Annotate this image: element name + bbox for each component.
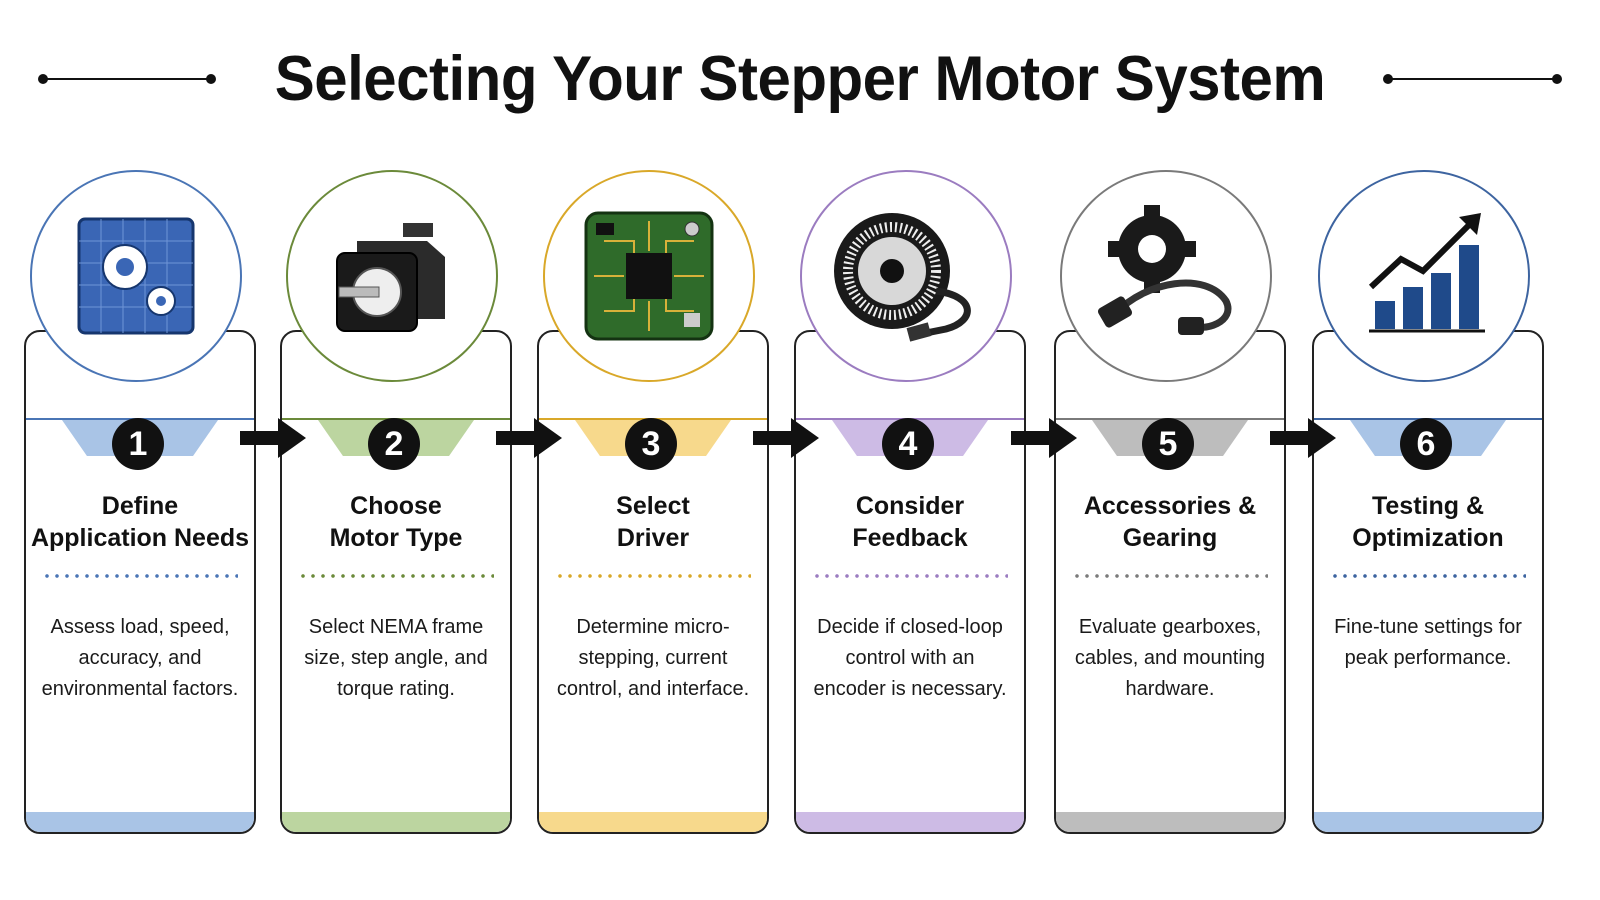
title-rule-dot — [38, 74, 48, 84]
step-2: 2 Choose Motor Type Select NEMA frame si… — [280, 170, 512, 840]
step-description: Select NEMA frame size, step angle, and … — [304, 616, 488, 700]
step-3: 3 Select Driver Determine micro-stepping… — [537, 170, 769, 840]
step-description: Decide if closed-loop control with an en… — [813, 616, 1007, 700]
arrow-right-icon — [1270, 418, 1336, 458]
card-bottom-band — [1056, 812, 1284, 832]
heading-line: Optimization — [1352, 524, 1504, 552]
title-rule-dot — [1552, 74, 1562, 84]
step-card — [280, 330, 512, 834]
dotted-divider — [298, 574, 494, 578]
step-heading: Select Driver — [537, 490, 769, 554]
step-card — [1054, 330, 1286, 834]
heading-line: Consider — [855, 492, 965, 520]
step-card — [794, 330, 1026, 834]
encoder-icon — [834, 213, 971, 342]
arrow-right-icon — [240, 418, 306, 458]
icon-circle — [286, 170, 498, 382]
step-heading: Testing & Optimization — [1312, 490, 1544, 554]
heading-line: Gearing — [1122, 524, 1218, 552]
growth-chart-icon — [1368, 213, 1485, 333]
dotted-divider — [42, 574, 238, 578]
heading-line: Feedback — [852, 524, 968, 552]
card-bottom-band — [539, 812, 767, 832]
step-number-badge: 1 — [112, 418, 164, 470]
circuit-board-icon — [584, 211, 714, 341]
title-rule-left — [42, 78, 212, 80]
heading-line: Testing & — [1371, 492, 1485, 520]
step-card — [24, 330, 256, 834]
title-row: Selecting Your Stepper Motor System — [0, 28, 1600, 128]
blueprint-gears-icon — [77, 217, 195, 335]
heading-line: Application Needs — [30, 524, 250, 552]
title-rule-right — [1388, 78, 1558, 80]
step-number-badge: 6 — [1400, 418, 1452, 470]
step-number-badge: 2 — [368, 418, 420, 470]
title-rule-dot — [1383, 74, 1393, 84]
step-1: 1 Define Application Needs Assess load, … — [24, 170, 256, 840]
dotted-divider — [555, 574, 751, 578]
step-number-badge: 5 — [1142, 418, 1194, 470]
arrow-right-icon — [1011, 418, 1077, 458]
arrow-right-icon — [753, 418, 819, 458]
heading-line: Choose — [350, 492, 442, 520]
dotted-divider — [1072, 574, 1268, 578]
card-bottom-band — [796, 812, 1024, 832]
step-heading: Consider Feedback — [794, 490, 1026, 554]
step-description: Evaluate gearboxes, cables, and mounting… — [1074, 616, 1266, 700]
arrow-right-icon — [496, 418, 562, 458]
step-heading: Choose Motor Type — [280, 490, 512, 554]
icon-circle — [543, 170, 755, 382]
heading-line: Motor Type — [329, 524, 463, 552]
step-card — [1312, 330, 1544, 834]
dotted-divider — [812, 574, 1008, 578]
icon-circle — [800, 170, 1012, 382]
title-rule-dot — [206, 74, 216, 84]
step-5: 5 Accessories & Gearing Evaluate gearbox… — [1054, 170, 1286, 840]
page-title: Selecting Your Stepper Motor System — [274, 42, 1326, 114]
heading-line: Select — [616, 492, 690, 520]
step-description: Determine micro-stepping, current contro… — [556, 616, 750, 700]
stepper-motor-icon — [336, 223, 445, 332]
card-bottom-band — [282, 812, 510, 832]
step-heading: Define Application Needs — [24, 490, 256, 554]
heading-line: Driver — [616, 524, 690, 552]
gear-cable-icon — [1097, 205, 1232, 335]
step-card — [537, 330, 769, 834]
step-number-badge: 3 — [625, 418, 677, 470]
dotted-divider — [1330, 574, 1526, 578]
icon-circle — [30, 170, 242, 382]
step-heading: Accessories & Gearing — [1054, 490, 1286, 554]
step-number-badge: 4 — [882, 418, 934, 470]
icon-circle — [1060, 170, 1272, 382]
icon-circle — [1318, 170, 1530, 382]
heading-line: Define — [101, 492, 179, 520]
card-bottom-band — [26, 812, 254, 832]
step-6: 6 Testing & Optimization Fine-tune setti… — [1312, 170, 1544, 840]
step-description: Fine-tune settings for peak performance. — [1334, 616, 1522, 669]
step-description: Assess load, speed, accuracy, and enviro… — [41, 616, 239, 700]
card-bottom-band — [1314, 812, 1542, 832]
heading-line: Accessories & — [1083, 492, 1257, 520]
step-4: 4 Consider Feedback Decide if closed-loo… — [794, 170, 1026, 840]
